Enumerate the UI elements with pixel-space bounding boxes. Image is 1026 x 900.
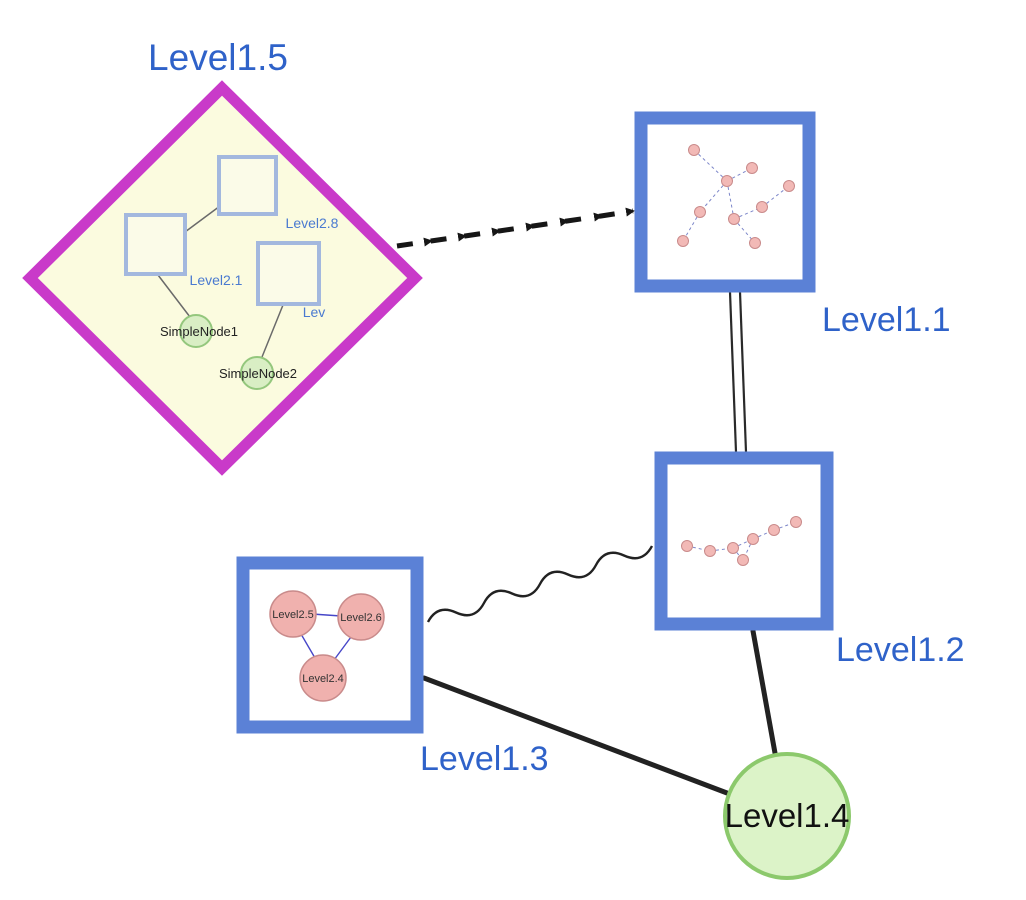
node-level2-5-label: Level2.5 [272, 609, 314, 621]
subgraph-edge [726, 167, 753, 182]
node-lev-label: Lev [303, 304, 326, 320]
node-simplenode2[interactable] [240, 356, 274, 390]
subgraph-node[interactable] [694, 206, 706, 218]
node-level1-1-label: Level1.1 [822, 301, 951, 339]
node-level1-4-group: Level1.4 [723, 752, 851, 880]
level1-2-subgraph [681, 516, 802, 566]
subgraph-edge [699, 180, 728, 213]
node-level2-4[interactable] [299, 654, 347, 702]
node-level2-6[interactable] [337, 593, 385, 641]
subgraph-edge [693, 149, 728, 182]
level1-1-subgraph [677, 144, 795, 249]
node-level2-1-label: Level2.1 [190, 272, 243, 288]
subgraph-node[interactable] [747, 533, 759, 545]
node-level1-2-group: Level1.2 [654, 451, 965, 669]
node-level2-6-label: Level2.6 [340, 612, 382, 624]
node-level1-5-group: Level1.5 Level2.8 Level2.1 Lev SimpleNod… [22, 37, 423, 476]
edge-level13-to-level14[interactable] [421, 675, 730, 796]
node-level2-4-label: Level2.4 [302, 673, 344, 685]
edge-level12-to-level14[interactable] [750, 628, 778, 756]
subgraph-node[interactable] [749, 237, 761, 249]
node-level1-3-group: Level2.5 Level2.6 Level2.4 Level1.3 [236, 556, 549, 778]
node-simplenode1-label: SimpleNode1 [160, 324, 238, 339]
edge-level25-to-level26 [311, 613, 342, 617]
subgraph-node[interactable] [756, 201, 768, 213]
node-level1-3-label: Level1.3 [420, 740, 549, 778]
edge-lev-to-simplenode2 [261, 304, 284, 358]
edge-level21-to-simplenode1 [157, 274, 191, 318]
subgraph-node[interactable] [728, 213, 740, 225]
edge-level21-to-level28 [184, 205, 221, 233]
subgraph-node[interactable] [688, 144, 700, 156]
subgraph-node[interactable] [737, 554, 749, 566]
node-simplenode2-label: SimpleNode2 [219, 366, 297, 381]
subgraph-node[interactable] [677, 235, 689, 247]
subgraph-node[interactable] [783, 180, 795, 192]
node-level1-4-label: Level1.4 [725, 797, 850, 834]
subgraph-node[interactable] [704, 545, 716, 557]
node-level1-1-group: Level1.1 [634, 111, 951, 339]
edge-level25-to-level24 [300, 633, 316, 659]
subgraph-node[interactable] [768, 524, 780, 536]
node-level2-8[interactable] [217, 155, 278, 216]
node-simplenode1[interactable] [179, 314, 213, 348]
subgraph-node[interactable] [790, 516, 802, 528]
subgraph-edge [726, 180, 735, 220]
node-level2-5[interactable] [269, 590, 317, 638]
node-level2-8-label: Level2.8 [286, 215, 339, 231]
node-level1-1[interactable] [634, 111, 816, 293]
node-level1-2-label: Level1.2 [836, 631, 965, 669]
edge-level15-to-level11-dashed-arrows[interactable] [396, 207, 635, 249]
subgraph-node[interactable] [727, 542, 739, 554]
node-level1-5-diamond[interactable] [22, 80, 423, 476]
node-lev[interactable] [256, 241, 321, 306]
node-level1-4[interactable] [723, 752, 851, 880]
edge-level26-to-level24 [333, 636, 352, 661]
subgraph-node[interactable] [721, 175, 733, 187]
subgraph-node[interactable] [681, 540, 693, 552]
edge-level13-to-level12-wavy[interactable] [426, 545, 654, 623]
node-level1-3[interactable] [236, 556, 424, 734]
node-level1-5-label: Level1.5 [148, 37, 288, 78]
edge-level11-to-level12-double-a[interactable] [728, 291, 738, 453]
edge-level11-to-level12-double-b[interactable] [738, 291, 748, 453]
subgraph-node[interactable] [746, 162, 758, 174]
node-level2-1[interactable] [124, 213, 187, 276]
